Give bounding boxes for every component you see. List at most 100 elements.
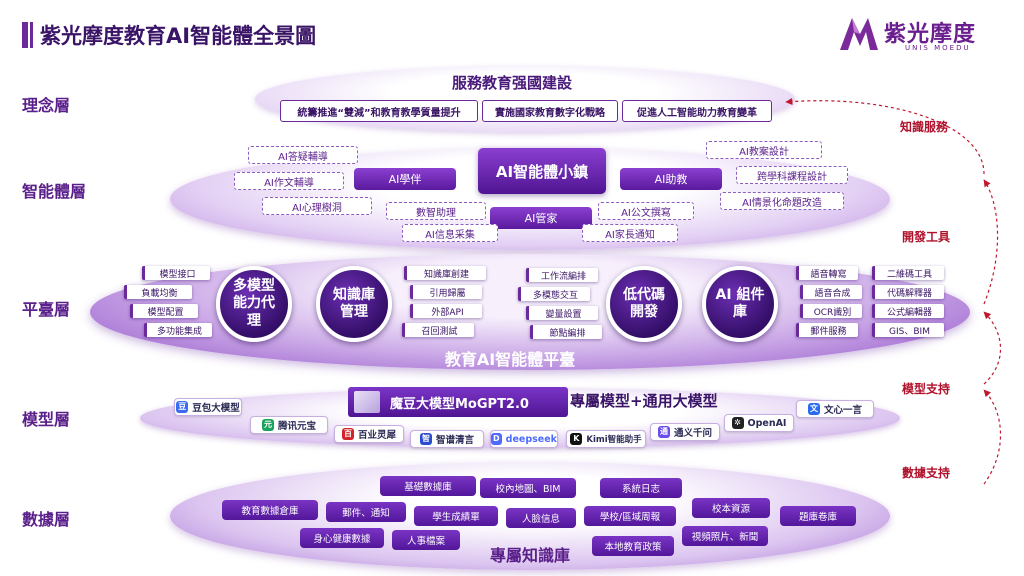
- logo-name: 紫光摩度: [884, 22, 977, 47]
- title-accent-bar: [22, 22, 28, 48]
- concept-item: 實施國家教育數字化戰略: [482, 100, 618, 122]
- platform-feature: 代碼解釋器: [872, 285, 944, 299]
- model-heading: 專屬模型+通用大模型: [570, 392, 718, 410]
- agent-dashed-item: AI信息采集: [402, 224, 498, 242]
- platform-feature: 二維碼工具: [872, 266, 944, 280]
- capability-label: 多模型 能力代理: [233, 277, 275, 329]
- flow-label: 開發工具: [902, 230, 951, 244]
- agent-solid-item: AI助教: [620, 168, 722, 190]
- platform-capability-circle: 知識庫 管理: [316, 266, 392, 342]
- data-item: 本地教育政策: [592, 536, 674, 556]
- flow-label: 知識服務: [900, 120, 949, 134]
- data-item: 人事檔案: [392, 530, 460, 550]
- zhipu-icon: 智: [419, 433, 432, 445]
- data-item: 系統日志: [600, 478, 682, 498]
- platform-feature: 多功能集成: [144, 323, 212, 337]
- platform-feature: 郵件服務: [796, 323, 858, 337]
- capability-label: 低代碼 開發: [623, 286, 665, 321]
- platform-feature: 負載均衡: [124, 285, 192, 299]
- model-provider: 元腾讯元宝: [250, 416, 328, 434]
- capability-label: AI 組件庫: [715, 286, 765, 321]
- platform-feature: 公式編輯器: [872, 304, 944, 318]
- data-heading: 專屬知識庫: [489, 546, 570, 565]
- agent-town-center: AI智能體小鎮: [478, 148, 606, 194]
- openai-icon: ✲: [731, 417, 744, 429]
- wenxin-icon: 文: [807, 403, 820, 415]
- layer-label-agent: 智能體層: [22, 182, 87, 201]
- baiye-icon: 百: [341, 428, 354, 440]
- deepseek-icon: D: [491, 433, 502, 445]
- platform-feature: 語音合成: [800, 285, 862, 299]
- logo-icon: [840, 18, 878, 50]
- data-item: 校本資源: [692, 498, 770, 518]
- model-provider-name: 文心一言: [823, 405, 862, 416]
- page-title: 紫光摩度教育AI智能體全景圖: [40, 24, 317, 48]
- agent-dashed-item: 數智助理: [386, 202, 486, 220]
- agent-solid-item: AI管家: [490, 207, 592, 229]
- agent-dashed-item: AI答疑輔導: [248, 146, 358, 164]
- platform-capability-circle: 多模型 能力代理: [216, 266, 292, 342]
- kimi-icon: K: [570, 433, 583, 445]
- title-accent-bar-thin: [30, 22, 33, 48]
- flow-arrow-devtools: [983, 179, 999, 305]
- mogpt-label: 魔豆大模型MoGPT2.0: [390, 396, 529, 412]
- platform-feature: 多模態交互: [518, 287, 590, 301]
- tongyi-icon: 通: [657, 426, 670, 438]
- platform-feature: 外部API: [410, 304, 482, 318]
- concept-item: 促進人工智能助力教育變革: [622, 100, 772, 122]
- model-provider: 通通义千问: [650, 423, 720, 441]
- agent-dashed-item: AI公文撰寫: [598, 202, 694, 220]
- flow-label: 數據支持: [902, 466, 951, 480]
- yuanbao-icon: 元: [261, 419, 274, 431]
- model-provider-name: 通义千问: [673, 428, 712, 439]
- model-provider-name: 智谱清言: [435, 435, 474, 446]
- platform-feature: 節點編排: [530, 325, 602, 339]
- model-provider-name: 豆包大模型: [192, 403, 240, 414]
- platform-feature: 工作流編排: [526, 268, 598, 282]
- data-item: 題庫卷庫: [780, 506, 856, 526]
- model-provider-name: 百业灵犀: [357, 430, 396, 441]
- platform-feature: 知識庫創建: [404, 266, 486, 280]
- model-provider-name: deepseek: [505, 433, 557, 445]
- platform-feature: OCR識別: [800, 304, 862, 318]
- layer-label-platform: 平臺層: [22, 300, 71, 319]
- agent-dashed-item: 跨學科課程設計: [736, 166, 848, 184]
- data-item: 教育數據倉庫: [222, 500, 318, 520]
- mogpt-banner: 魔豆大模型MoGPT2.0: [348, 387, 568, 417]
- capability-label: 知識庫 管理: [333, 286, 375, 321]
- platform-capability-circle: AI 組件庫: [702, 266, 778, 342]
- data-item: 視頻照片、新聞: [682, 526, 768, 546]
- agent-dashed-item: AI家長通知: [582, 224, 678, 242]
- logo-subtitle: UNIS MOEDU: [905, 44, 971, 52]
- data-item: 郵件、通知: [326, 502, 406, 522]
- agent-dashed-item: AI心理樹洞: [262, 197, 372, 215]
- platform-feature: 語音轉寫: [796, 266, 858, 280]
- platform-heading: 教育AI智能體平臺: [444, 350, 576, 369]
- model-provider-name: OpenAI: [747, 417, 787, 429]
- layer-label-concept: 理念層: [22, 96, 71, 115]
- model-provider: 智智谱清言: [410, 430, 484, 448]
- data-item: 基礎數據庫: [380, 476, 476, 496]
- layer-label-model: 模型層: [22, 410, 71, 429]
- agent-dashed-item: AI教案設計: [706, 141, 822, 159]
- data-item: 學校/區域周報: [584, 506, 676, 526]
- concept-heading: 服務教育强國建設: [451, 74, 572, 92]
- data-item: 身心健康數據: [300, 528, 384, 548]
- data-item: 學生成績單: [414, 506, 498, 526]
- agent-dashed-item: AI作文輔導: [234, 172, 344, 190]
- doubao-icon: 豆: [176, 401, 189, 413]
- data-item: 校內地圖、BIM: [480, 478, 576, 498]
- model-provider: ✲OpenAI: [724, 414, 794, 432]
- mogpt-thumbnail-icon: [354, 391, 380, 413]
- flow-label: 模型支持: [902, 382, 951, 396]
- model-provider: 百百业灵犀: [334, 425, 404, 443]
- platform-feature: 召回測試: [402, 323, 474, 337]
- platform-feature: 模型配置: [130, 304, 198, 318]
- model-provider: 文文心一言: [796, 400, 874, 418]
- data-item: 人臉信息: [506, 508, 576, 528]
- platform-feature: 引用歸屬: [410, 285, 482, 299]
- model-provider-name: 腾讯元宝: [277, 421, 316, 432]
- platform-feature: 變量設置: [526, 306, 598, 320]
- platform-feature: 模型接口: [142, 266, 210, 280]
